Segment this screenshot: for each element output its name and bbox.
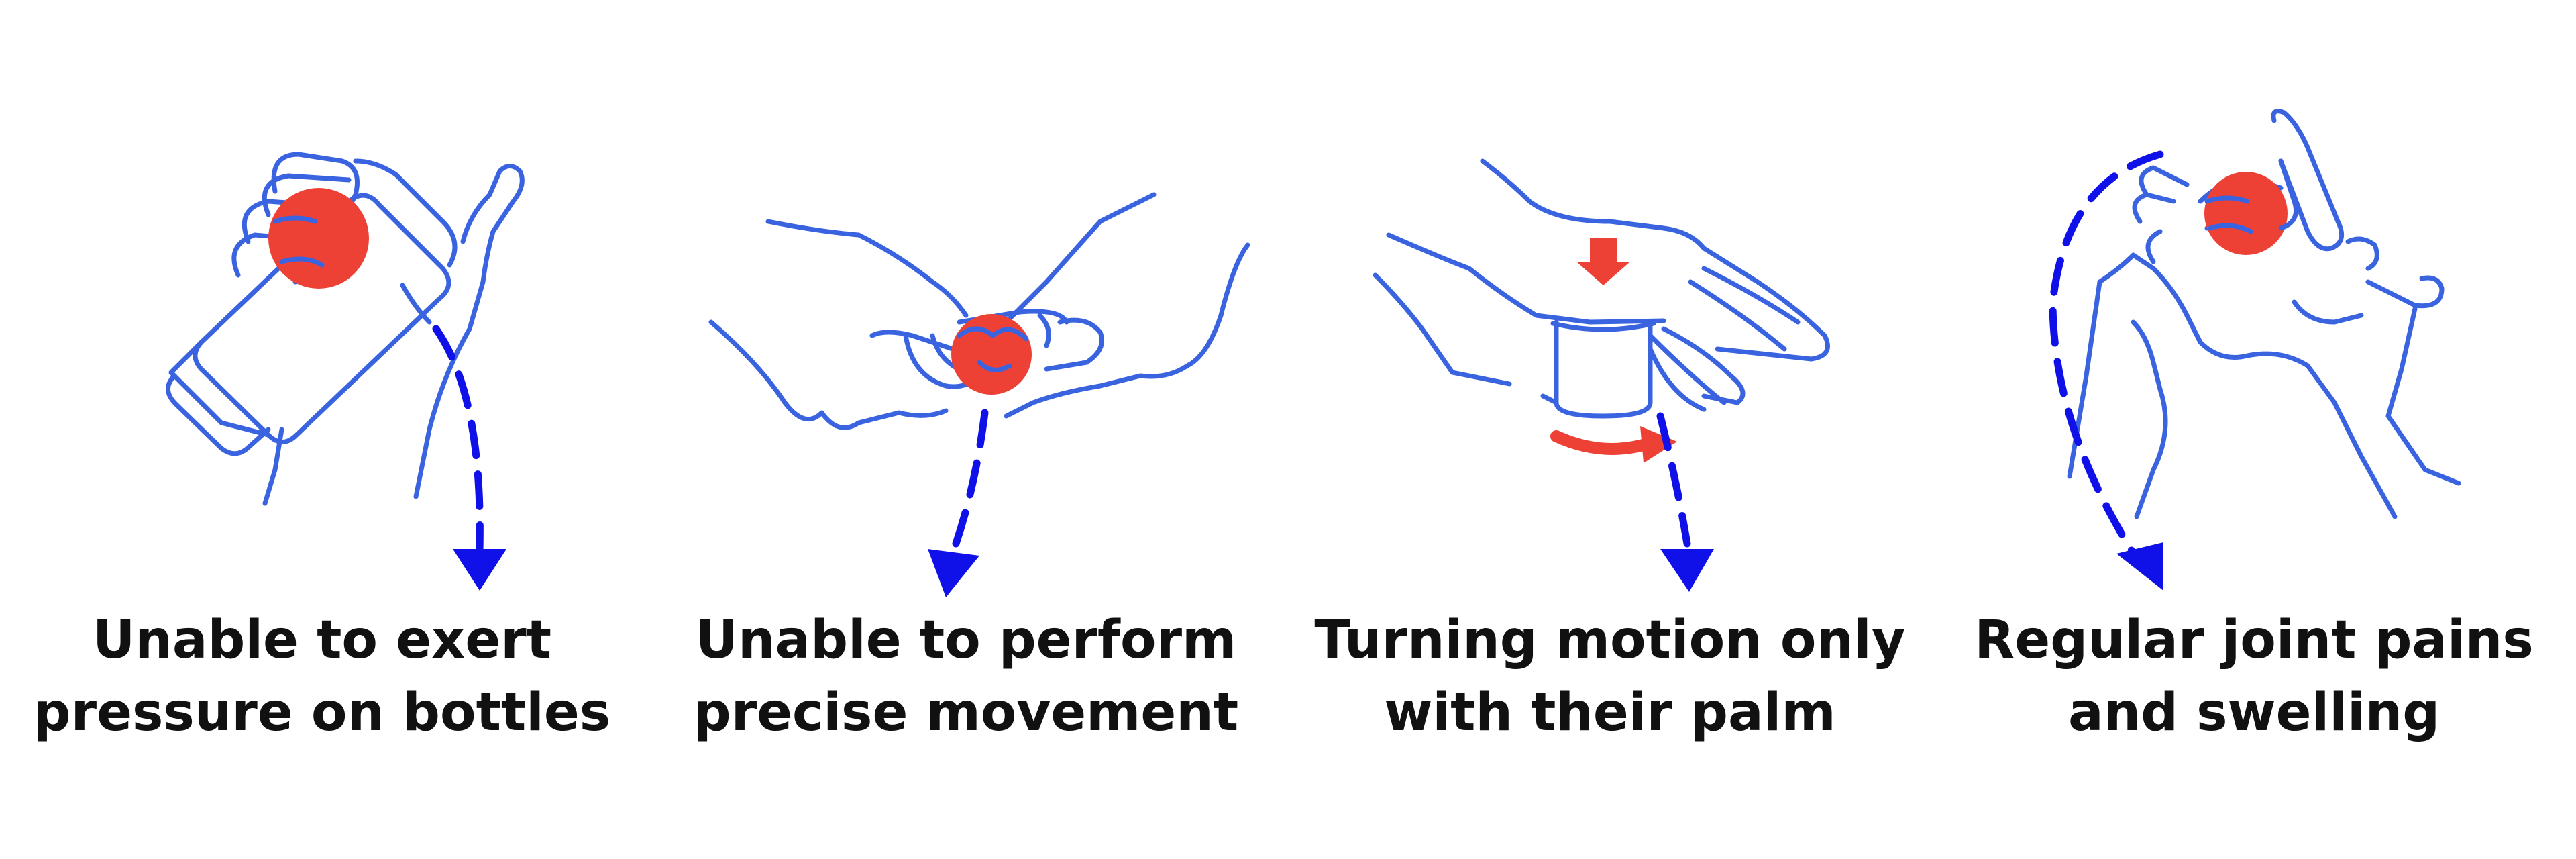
panel-exert-pressure: Unable to exert pressure on bottles [0,0,644,859]
panel-turning-motion: Turning motion only with their palm [1288,0,1932,859]
caption-line-2: precise movement [693,683,1239,743]
caption-precise-movement: Unable to perform precise movement [644,604,1288,749]
caption-line-1: Unable to perform [695,610,1237,670]
caption-line-2: with their palm [1384,683,1836,743]
caption-exert-pressure: Unable to exert pressure on bottles [0,604,644,749]
caption-line-1: Regular joint pains [1974,610,2534,670]
caption-line-1: Turning motion only [1314,610,1906,670]
panel-joint-pains: Regular joint pains and swelling [1932,0,2576,859]
hands-pinching-icon [708,192,1250,597]
caption-line-2: and swelling [2068,683,2440,743]
hand-with-sore-finger-icon [2049,109,2461,591]
caption-line-2: pressure on bottles [33,683,611,743]
panel-precise-movement: Unable to perform precise movement [644,0,1288,859]
caption-line-1: Unable to exert [92,610,552,670]
hand-gripping-bottle-icon [166,152,525,591]
caption-turning-motion: Turning motion only with their palm [1288,604,1932,749]
caption-joint-pains: Regular joint pains and swelling [1932,604,2576,749]
palm-turning-cap-icon [1373,158,1830,592]
